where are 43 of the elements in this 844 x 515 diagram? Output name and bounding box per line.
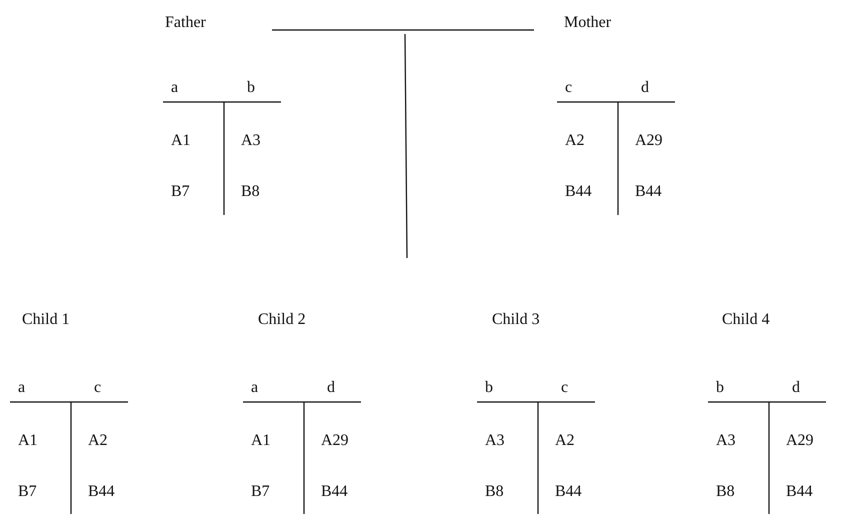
allele-label: A2	[565, 131, 585, 151]
connector-line	[272, 29, 534, 31]
allele-label: B7	[251, 482, 270, 502]
column-header: b	[716, 378, 724, 398]
column-header: a	[18, 378, 26, 398]
column-header: c	[94, 378, 102, 398]
allele-label: B44	[555, 482, 582, 502]
column-header: b	[247, 78, 255, 98]
column-header: c	[561, 378, 568, 398]
name-label: Mother	[534, 12, 624, 34]
allele-label: A1	[171, 131, 191, 151]
allele-label: B7	[171, 182, 190, 202]
allele-label: A1	[251, 431, 271, 451]
name-label: Child 1	[18, 309, 98, 331]
allele-label: A3	[241, 131, 261, 151]
allele-label: A29	[321, 431, 349, 451]
allele-label: A29	[635, 131, 663, 151]
allele-label: B44	[635, 182, 662, 202]
allele-label: A2	[88, 431, 108, 451]
allele-label: B44	[565, 182, 592, 202]
allele-label: B7	[18, 482, 37, 502]
allele-label: B44	[321, 482, 348, 502]
allele-label: A29	[786, 431, 814, 451]
allele-label: A2	[555, 431, 575, 451]
name-label: Father	[160, 12, 272, 34]
name-label: Child 2	[254, 309, 334, 331]
column-header: a	[251, 378, 258, 398]
column-header: c	[565, 78, 572, 98]
column-header: d	[792, 378, 800, 398]
allele-label: B8	[716, 482, 735, 502]
allele-label: A1	[18, 431, 38, 451]
name-label: Child 3	[488, 309, 568, 331]
name-label: Child 4	[718, 309, 798, 331]
allele-label: B44	[786, 482, 813, 502]
allele-label: B8	[485, 482, 504, 502]
column-header: d	[641, 78, 649, 98]
column-header: a	[171, 78, 178, 98]
allele-label: A3	[485, 431, 505, 451]
allele-label: A3	[716, 431, 736, 451]
column-header: b	[485, 378, 493, 398]
column-header: d	[327, 378, 335, 398]
allele-label: B44	[88, 482, 115, 502]
allele-label: B8	[241, 182, 260, 202]
